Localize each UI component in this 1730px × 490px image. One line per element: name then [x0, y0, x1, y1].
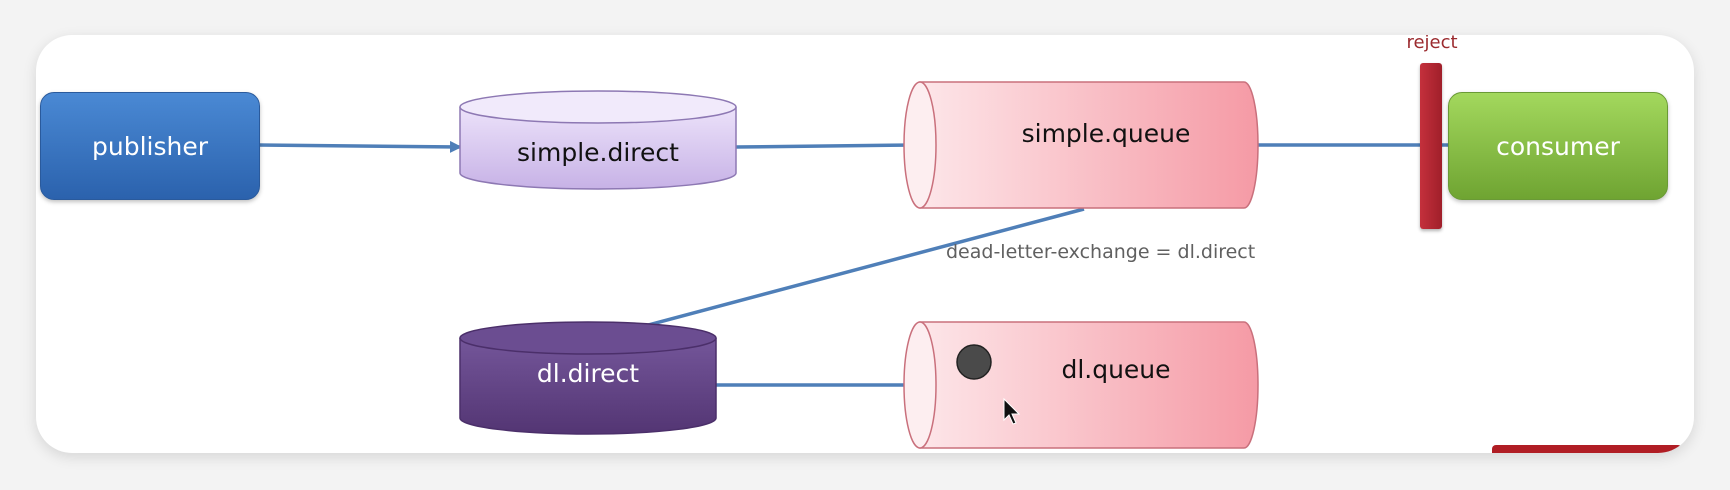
message-dot — [956, 344, 992, 380]
dl-direct-exchange — [459, 321, 717, 435]
simple-queue-label: simple.queue — [1021, 118, 1191, 148]
dl-direct-label: dl.direct — [536, 358, 640, 388]
arrow-simple-queue-to-dl-direct — [590, 207, 1085, 344]
arrow-publisher-to-simple-direct — [257, 140, 462, 153]
simple-direct-exchange — [459, 90, 737, 190]
publisher-label: publisher — [91, 131, 208, 161]
diagram-canvas: publisher simple.direct simple.queue dl.… — [36, 35, 1694, 453]
simple-queue — [903, 81, 1259, 209]
mouse-cursor-icon — [1003, 397, 1021, 425]
arrow-simple-direct-to-simple-queue — [735, 139, 918, 152]
consumer-label: consumer — [1496, 131, 1620, 161]
flow-diagram — [257, 81, 1448, 449]
dl-queue-label: dl.queue — [1061, 354, 1171, 384]
bottom-accent-bar — [1492, 445, 1682, 453]
reject-label: reject — [1406, 35, 1458, 53]
simple-direct-label: simple.direct — [517, 137, 679, 167]
dead-letter-exchange-label: dead-letter-exchange = dl.direct — [946, 241, 1256, 263]
reject-barrier — [1420, 63, 1442, 229]
consumer-node: consumer — [1448, 92, 1668, 200]
publisher-node: publisher — [40, 92, 260, 200]
